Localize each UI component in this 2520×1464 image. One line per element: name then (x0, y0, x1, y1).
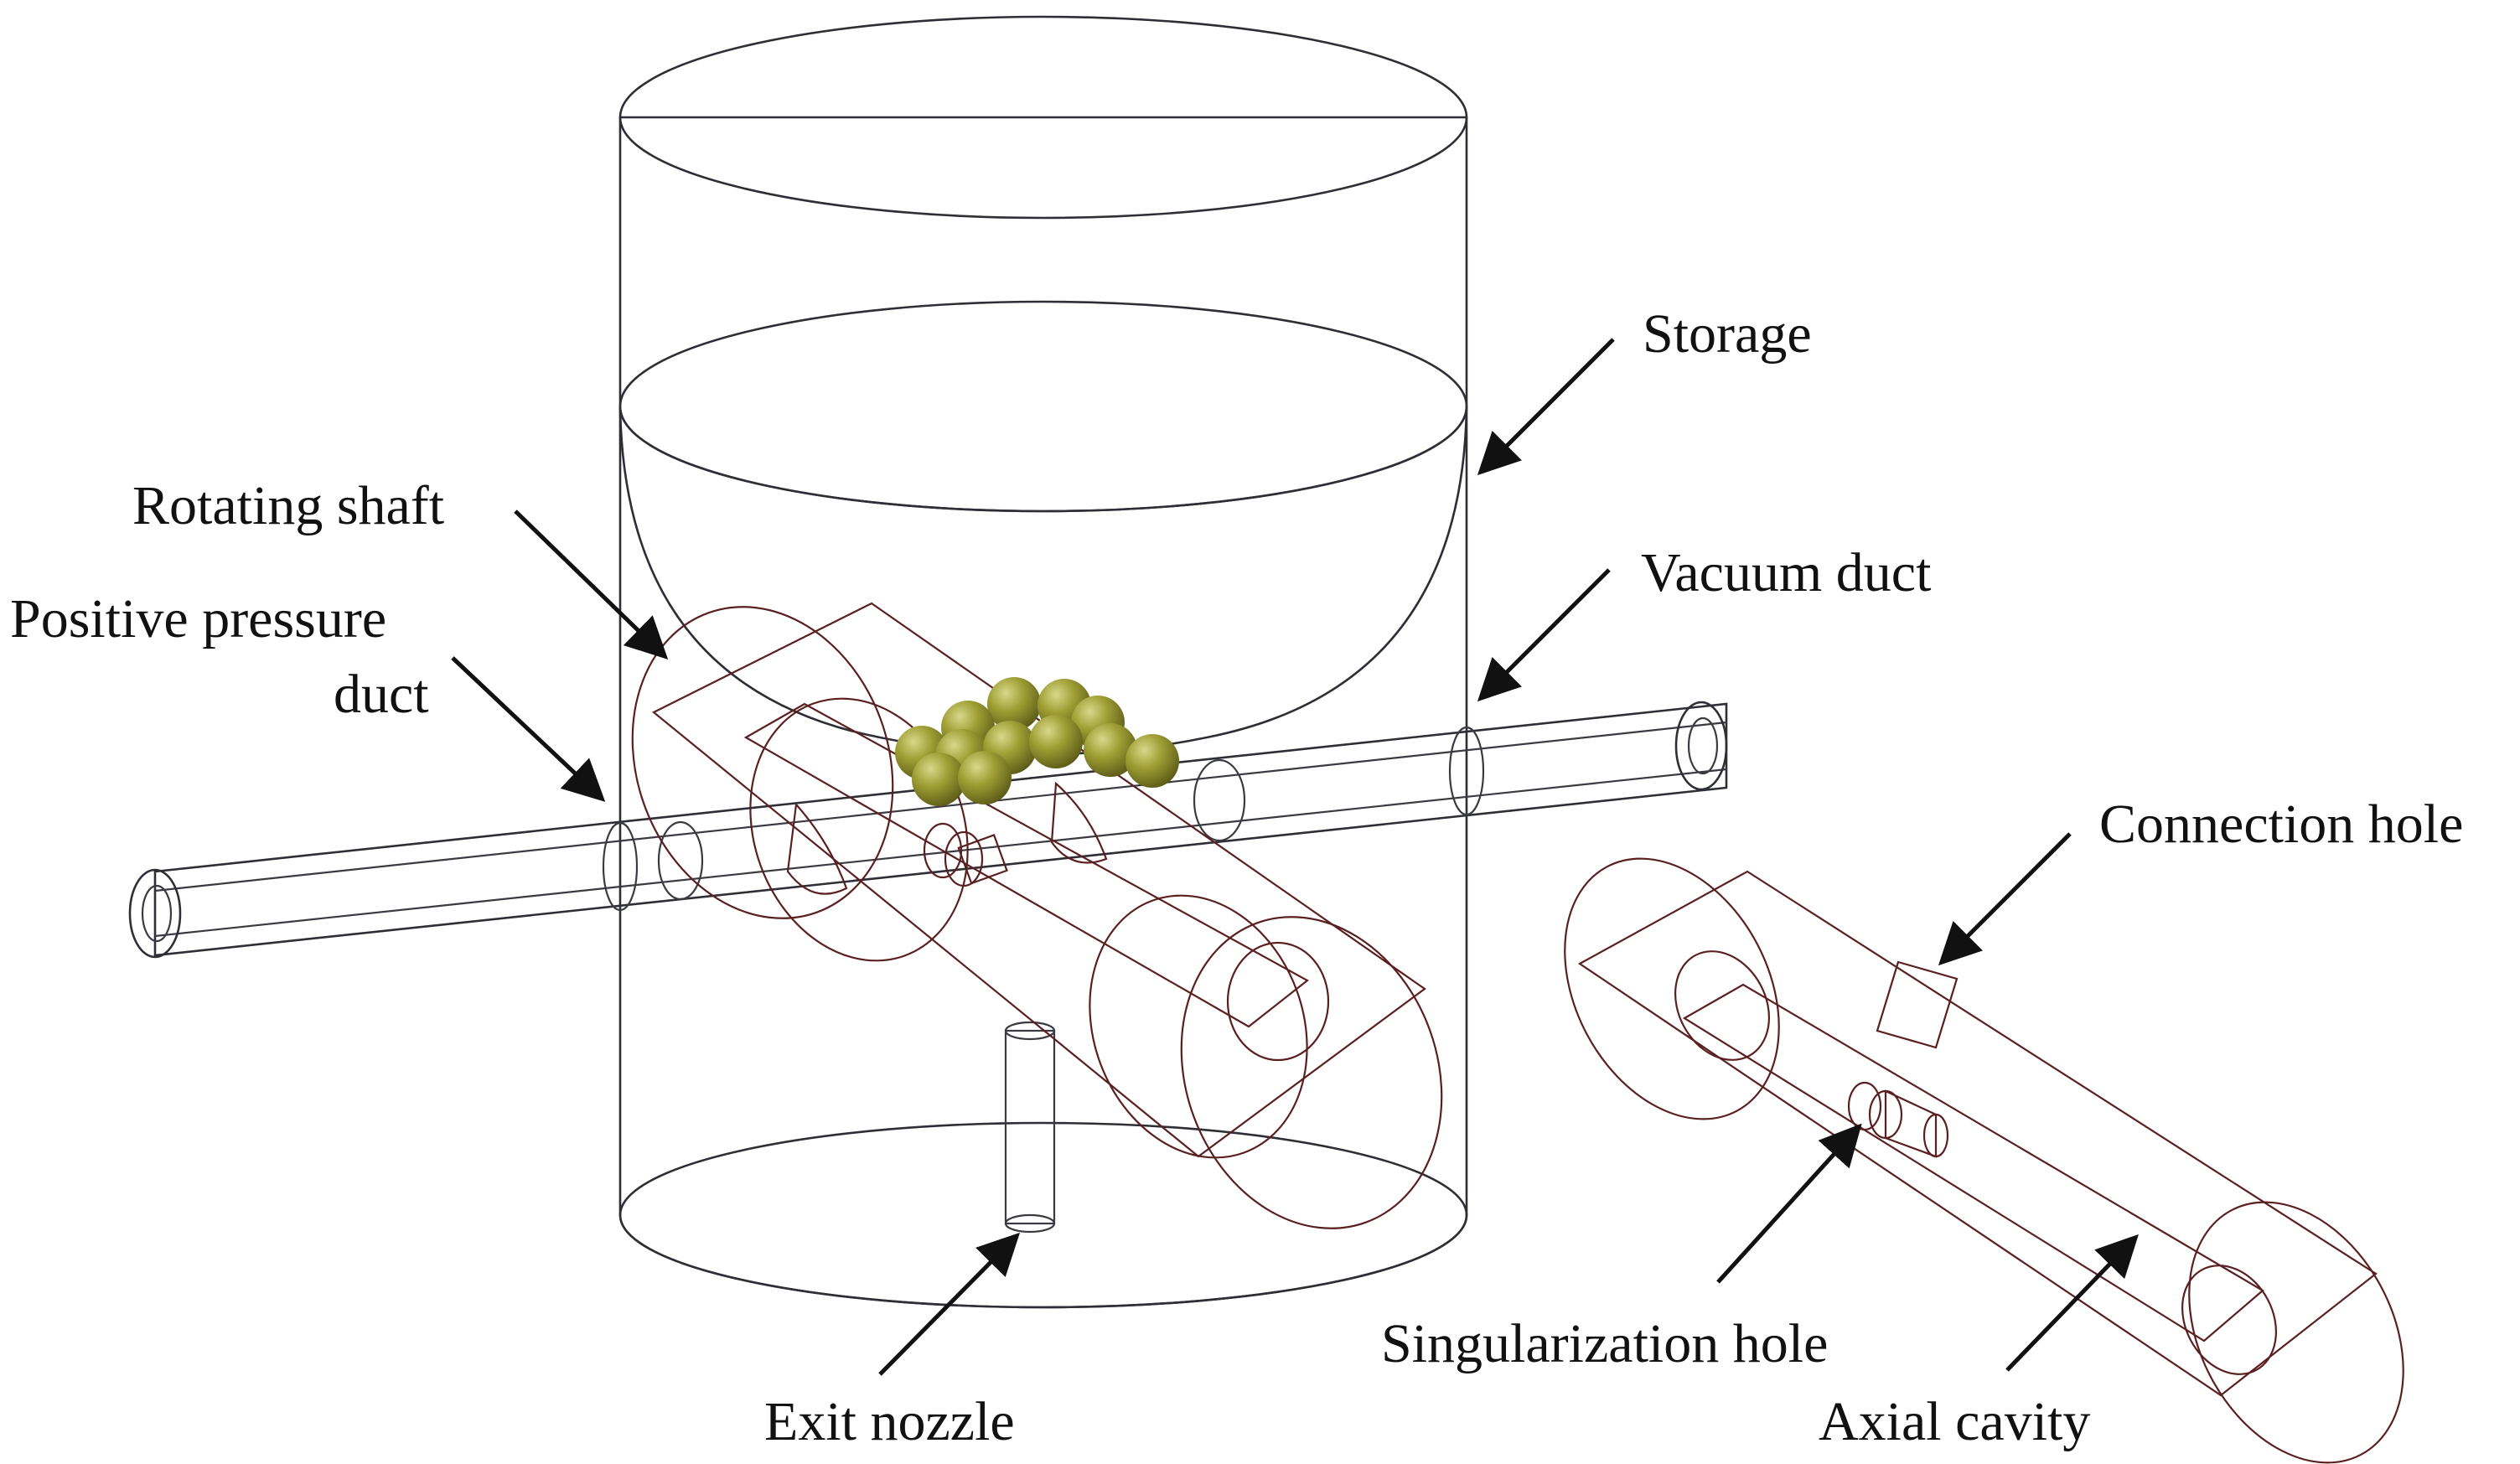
label-vacuum-duct-group: Vacuum duct (1477, 542, 1931, 702)
label-positive-pressure-duct-line2: duct (334, 664, 429, 725)
exit-nozzle (1004, 1021, 1056, 1234)
singularization-hole-shape (1847, 1081, 1949, 1158)
label-vacuum-duct: Vacuum duct (1641, 542, 1931, 603)
label-exit-nozzle-group: Exit nozzle (764, 1232, 1021, 1452)
label-singularization-hole: Singularization hole (1381, 1313, 1828, 1374)
label-rotating-shaft-group: Rotating shaft (132, 475, 669, 660)
label-exit-nozzle: Exit nozzle (764, 1391, 1015, 1452)
label-rotating-shaft: Rotating shaft (132, 475, 444, 536)
label-axial-cavity: Axial cavity (1819, 1391, 2090, 1452)
shaft-detail (1564, 857, 2404, 1464)
connection-hole-shape (1876, 960, 1959, 1049)
label-positive-pressure-duct-line1: Positive pressure (10, 588, 386, 649)
vacuum-duct-end (1674, 701, 1728, 791)
rotating-shaft (631, 602, 1443, 1229)
housing-top-rim (618, 15, 1468, 220)
housing-bottom (618, 1121, 1468, 1309)
housing-assembly (128, 15, 1728, 1309)
storage-rim (618, 300, 1468, 513)
positive-pressure-duct-end (128, 868, 182, 959)
label-connection-hole-group: Connection hole (1938, 794, 2463, 966)
storage-bowl (618, 406, 1468, 756)
air-duct-pipe (128, 701, 1728, 959)
label-singularization-hole-group: Singularization hole (1381, 1123, 1862, 1374)
label-storage: Storage (1643, 303, 1812, 365)
label-positive-pressure-duct-group: Positive pressure duct (10, 588, 606, 802)
seed-cluster (895, 677, 1179, 806)
label-storage-group: Storage (1477, 303, 1812, 476)
label-axial-cavity-group: Axial cavity (1819, 1234, 2139, 1452)
label-connection-hole: Connection hole (2099, 794, 2463, 855)
